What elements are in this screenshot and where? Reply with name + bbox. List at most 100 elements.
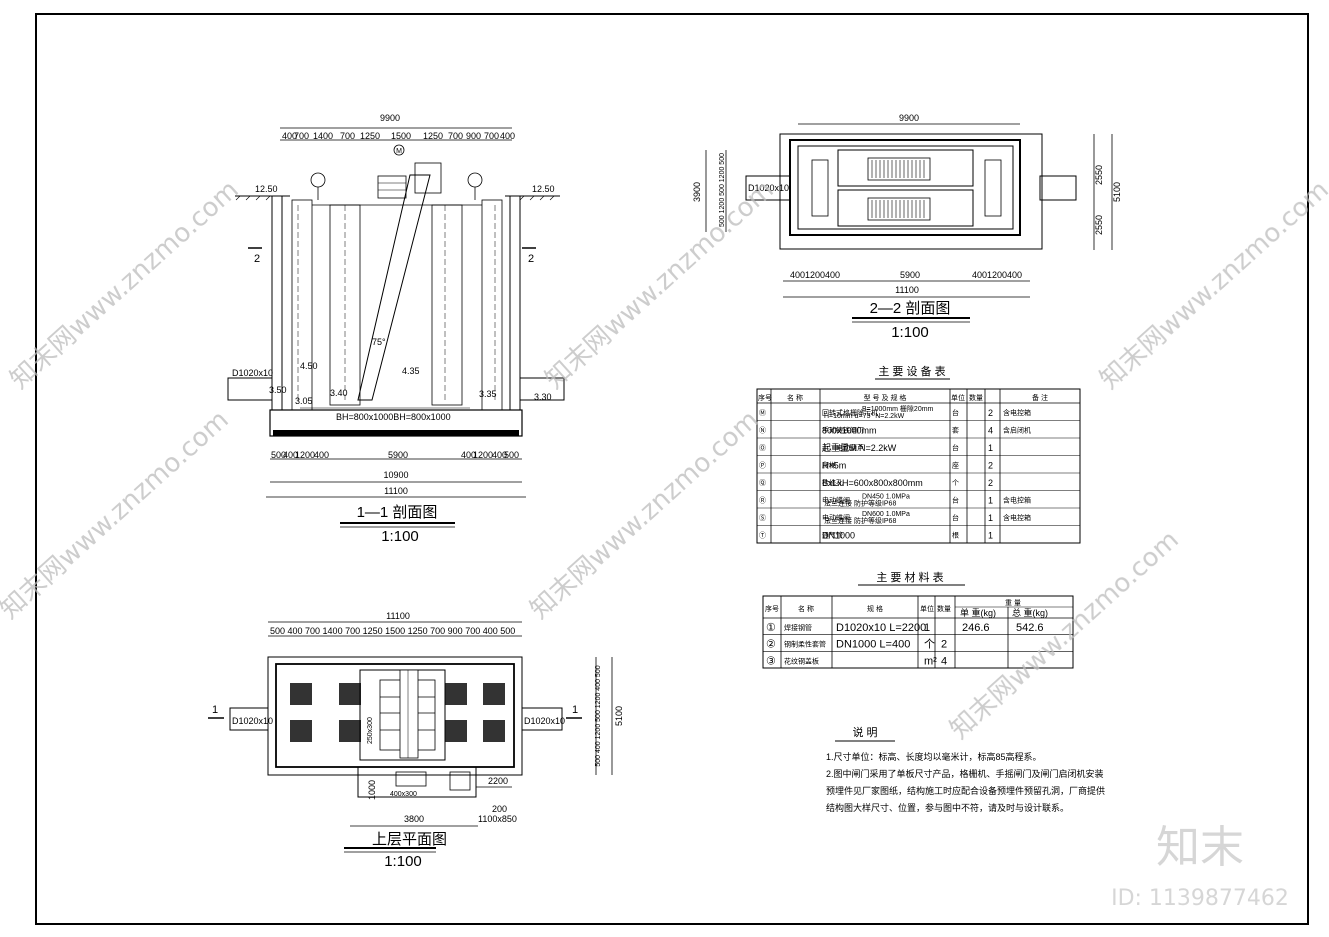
plan-opening-2: 250x300	[367, 717, 374, 744]
plan-pipe-left: D1020x10	[232, 716, 273, 726]
equipment-cell-unit: 台	[952, 443, 959, 452]
section11-valve-tag: M	[396, 148, 402, 155]
section11-bottom-seg-8: 500	[504, 450, 519, 460]
plan-cut-left: 1	[212, 704, 218, 716]
notes: 说 明 1.尺寸单位：标高、长度均以毫米计，标高85高程系。 2.图中闸门采用了…	[826, 725, 1105, 813]
section11-slope: 75°	[372, 337, 386, 347]
section11-dim-seg-0: 400	[282, 131, 297, 141]
plan-dim-1000: 1000	[367, 780, 377, 800]
equipment-cell-name: 电动蝶阀	[822, 496, 850, 505]
section11-dim-seg-10: 400	[500, 131, 515, 141]
equipment-cell-name: 电动蝶阀	[822, 513, 850, 522]
equipment-cell-spec2: 法兰连接 防护等级IP68	[824, 516, 896, 525]
plan-box: 1100x850	[478, 814, 517, 824]
materials-cell-qty: 4	[941, 655, 947, 667]
equipment-cell-unit: 座	[952, 461, 959, 470]
materials-header-7: 总 重(kg)	[1012, 607, 1048, 618]
section22-bottom-total: 11100	[895, 285, 919, 295]
materials-table: 主 要 材 料 表 序号 名 称 规 格 单位 数量 重 量 单 重(kg) 总…	[762, 570, 1074, 669]
sheet-border	[35, 13, 1309, 925]
section11-dim-seg-7: 700	[448, 131, 463, 141]
materials-cell-unit: m²	[924, 655, 937, 667]
materials-cell-no: ②	[766, 639, 776, 651]
section22-bottom-mid: 5900	[900, 270, 920, 280]
section11-level-left: 12.50	[255, 184, 278, 194]
equipment-cell-qty: 2	[988, 461, 993, 471]
equipment-cell-name: 回转式格栅除污机	[822, 408, 878, 417]
plan-dim-segments: 500 400 700 1400 700 1250 1500 1250 700 …	[270, 626, 515, 636]
notes-item-1: 2.图中闸门采用了单板尺寸产品，格栅机、手摇闸门及闸门启闭机安装	[826, 768, 1104, 779]
materials-cell-no: ①	[766, 622, 776, 634]
equipment-table-title: 主 要 设 备 表	[878, 364, 945, 378]
notes-item-3: 结构图大样尺寸、位置，参与图中不符，请及时与设计联系。	[826, 802, 1069, 813]
materials-cell-spec: D1020x10 L=2200	[836, 622, 926, 634]
materials-header-0: 序号	[765, 604, 779, 613]
equipment-header-2: 型 号 及 规 格	[864, 393, 907, 402]
equipment-cell-note: 含电控箱	[1003, 513, 1031, 522]
plan-dim-2200: 2200	[488, 776, 508, 786]
equipment-cell-name: 检修孔	[822, 478, 843, 487]
section11-gate-label: BH=800x1000BH=800x1000	[336, 412, 451, 422]
equipment-header-0: 序号	[758, 393, 772, 402]
equipment-cell-name: 手、电动葫芦	[822, 443, 864, 452]
materials-header-5: 重 量	[1005, 599, 1021, 607]
plan-dim-3800: 3800	[404, 814, 424, 824]
materials-cell-total-weight: 542.6	[1016, 622, 1044, 634]
materials-table-title: 主 要 材 料 表	[876, 570, 943, 584]
section22-bottom-right: 4001200400	[972, 270, 1022, 280]
equipment-cell-spec2: 法兰连接 防护等级IP68	[824, 499, 896, 508]
plan-dim-right-total: 5100	[614, 706, 624, 726]
plan-cut-right: 1	[572, 704, 578, 716]
materials-cell-unit: 1	[924, 622, 930, 634]
equipment-cell-no: Ⓞ	[759, 444, 766, 452]
plan-dim-total: 11100	[386, 611, 410, 621]
equipment-cell-note: 含启闭机	[1003, 426, 1031, 435]
equipment-cell-spec: DN600 1.0MPa	[862, 511, 910, 518]
section-1-1: 9900 400 700 1400 700 1250 1500 1250 700…	[227, 113, 565, 545]
equipment-cell-no: Ⓠ	[759, 479, 766, 487]
section11-level-1: 3.50	[269, 385, 287, 395]
notes-item-0: 1.尺寸单位：标高、长度均以毫米计，标高85高程系。	[826, 751, 1042, 762]
section11-dim-seg-5: 1500	[391, 131, 411, 141]
section-2-2: 9900 D1020x10 2550 2550 5100 3900 500 12…	[692, 113, 1122, 341]
section11-bottom-seg-7: 400	[492, 450, 507, 460]
plan-dim-200: 200	[492, 804, 507, 814]
equipment-cell-spec: DN450 1.0MPa	[862, 494, 910, 501]
section11-dim-seg-4: 1250	[360, 131, 380, 141]
plan-pipe-right: D1020x10	[524, 716, 565, 726]
materials-cell-spec: DN1000 L=400	[836, 639, 910, 651]
equipment-cell-no: Ⓝ	[759, 427, 766, 435]
section22-dim-right-total: 5100	[1112, 182, 1122, 202]
section22-pipe-label: D1020x10	[748, 183, 789, 193]
materials-cell-name: 花纹钢盖板	[784, 656, 819, 665]
materials-cell-no: ③	[766, 655, 776, 667]
materials-cell-unit-weight: 246.6	[962, 622, 990, 634]
equipment-cell-unit: 台	[952, 513, 959, 522]
equipment-cell-qty: 1	[988, 443, 993, 453]
section11-bottom-seg-4: 5900	[388, 450, 408, 460]
equipment-cell-spec: BxLxH=600x800x800mm	[822, 478, 923, 488]
section11-bottom-seg-0: 500	[271, 450, 286, 460]
equipment-cell-name: 手动铸铁闸门	[822, 426, 864, 435]
equipment-cell-spec: 800x1000mm	[822, 426, 877, 436]
materials-cell-name: 钢制柔性套管	[784, 640, 826, 649]
section11-bottom-seg-6: 1200	[473, 450, 493, 460]
equipment-header-4: 数量	[969, 393, 983, 402]
plan-opening-1: 400x300	[390, 791, 417, 798]
plan-scale: 1:100	[384, 853, 422, 870]
section11-level-2: 3.40	[330, 388, 348, 398]
section11-level-3: 3.05	[295, 396, 313, 406]
equipment-cell-note: 含电控箱	[1003, 408, 1031, 417]
notes-item-2: 预埋件见厂家图纸，结构施工时应配合设备预埋件预留孔洞，厂商提供	[826, 785, 1105, 796]
equipment-cell-no: Ⓢ	[759, 514, 766, 522]
section22-dim-left-total: 3900	[692, 182, 702, 202]
equipment-cell-name: 通气管	[822, 531, 843, 540]
equipment-cell-unit: 套	[952, 426, 959, 435]
section11-bottom-seg-5: 400	[461, 450, 476, 460]
plan-title: 上层平面图	[372, 831, 447, 848]
section11-cut-right: 2	[528, 253, 534, 265]
section11-dim-10900: 10900	[383, 470, 408, 480]
section11-level-5: 3.35	[479, 389, 497, 399]
